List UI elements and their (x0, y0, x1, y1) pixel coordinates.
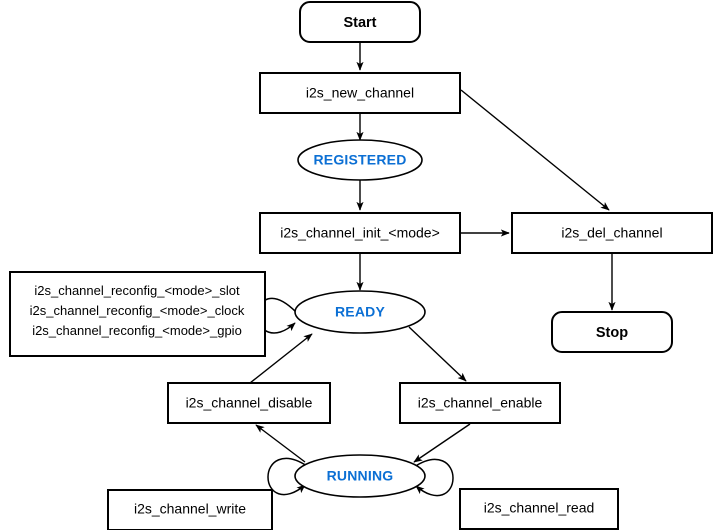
node-start[interactable]: Start (299, 1, 421, 43)
channel-disable-label: i2s_channel_disable (186, 395, 313, 411)
start-label: Start (343, 15, 376, 31)
channel-init-label: i2s_channel_init_<mode> (280, 225, 440, 241)
reconfig-line-3: i2s_channel_reconfig_<mode>_gpio (32, 323, 242, 338)
channel-write-box[interactable] (107, 489, 273, 530)
edge-channel-disable-to-ready (249, 333, 313, 384)
start-box[interactable] (299, 1, 421, 43)
node-del-channel[interactable]: i2s_del_channel (511, 212, 713, 254)
node-channel-read[interactable]: i2s_channel_read (459, 488, 619, 530)
registered-ellipse[interactable] (297, 139, 423, 181)
reconfig-box[interactable] (9, 271, 266, 357)
channel-enable-box[interactable] (399, 382, 561, 424)
del-channel-box[interactable] (511, 212, 713, 254)
running-ellipse[interactable] (294, 454, 426, 498)
edge-ready-to-channel-enable (408, 326, 467, 382)
node-state-ready[interactable]: READY (294, 290, 426, 334)
edge-running-self-loop-read (413, 458, 454, 497)
node-channel-init[interactable]: i2s_channel_init_<mode> (259, 212, 461, 254)
channel-write-label: i2s_channel_write (134, 501, 246, 517)
registered-label: REGISTERED (313, 152, 406, 168)
node-channel-write[interactable]: i2s_channel_write (107, 489, 273, 530)
node-channel-disable[interactable]: i2s_channel_disable (167, 382, 331, 424)
edge-running-self-loop-write (267, 457, 308, 496)
edge-channel-enable-to-running (413, 423, 471, 463)
reconfig-line-2: i2s_channel_reconfig_<mode>_clock (30, 303, 245, 318)
node-channel-enable[interactable]: i2s_channel_enable (399, 382, 561, 424)
new-channel-label: i2s_new_channel (306, 85, 414, 101)
node-reconfig-note[interactable]: i2s_channel_reconfig_<mode>_slot i2s_cha… (9, 271, 266, 357)
node-stop[interactable]: Stop (551, 311, 673, 353)
ready-ellipse[interactable] (294, 290, 426, 334)
new-channel-box[interactable] (259, 72, 461, 114)
stop-box[interactable] (551, 311, 673, 353)
channel-init-box[interactable] (259, 212, 461, 254)
channel-read-box[interactable] (459, 488, 619, 530)
edge-new-channel-to-del-channel (460, 89, 610, 211)
node-state-registered[interactable]: REGISTERED (297, 139, 423, 181)
ready-label: READY (335, 304, 385, 320)
del-channel-label: i2s_del_channel (561, 225, 662, 241)
running-label: RUNNING (327, 468, 394, 484)
stop-label: Stop (596, 325, 628, 341)
channel-read-label: i2s_channel_read (484, 500, 595, 516)
edge-running-to-channel-disable (255, 424, 306, 463)
node-state-running[interactable]: RUNNING (294, 454, 426, 498)
reconfig-line-1: i2s_channel_reconfig_<mode>_slot (34, 283, 240, 298)
channel-disable-box[interactable] (167, 382, 331, 424)
node-new-channel[interactable]: i2s_new_channel (259, 72, 461, 114)
channel-enable-label: i2s_channel_enable (418, 395, 543, 411)
